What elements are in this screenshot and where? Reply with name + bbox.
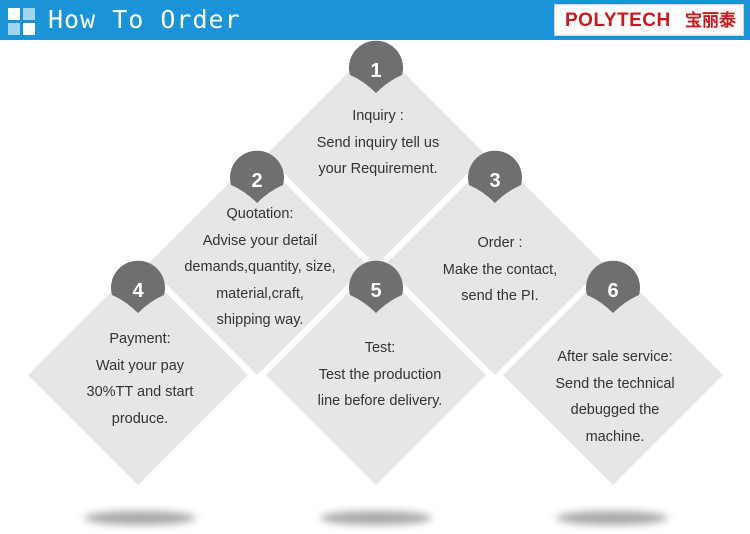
step-5-badge: 5 [349,260,403,313]
page-title: How To Order [48,5,241,34]
step-5-text: Test: Test the production line before de… [317,340,443,409]
step-number: 1 [370,60,381,82]
step-badge-shape [468,150,523,203]
step-2-tile [147,155,367,375]
brand-logo-text: POLYTECH [565,10,671,31]
header-bar: How To Order POLYTECH 宝丽泰 [0,0,750,40]
step-number: 3 [489,170,500,192]
step-6-badge: 6 [586,260,640,313]
step-badge-shape [349,40,403,93]
step-2-text: Quotation: Advise your detail demands,qu… [184,206,336,328]
step-6-text: After sale service: Send the technical d… [555,349,675,445]
step-1-tile [266,45,486,265]
step-1-badge: 1 [349,40,403,93]
step-number: 6 [607,280,618,302]
step-4-text: Payment: Wait your pay 30%TT and start p… [86,331,194,427]
brand-logo: POLYTECH 宝丽泰 [554,4,744,36]
tile-shadow [84,511,196,525]
step-2-badge: 2 [230,150,284,203]
grid-logo-icon [8,8,35,35]
step-3-badge: 3 [468,150,523,203]
step-4-badge: 4 [111,260,165,313]
step-number: 2 [251,170,262,192]
step-5-tile [266,265,486,485]
step-number: 5 [370,280,381,302]
step-badge-shape [111,260,165,313]
step-1-text: Inquiry : Send inquiry tell us your Requ… [316,108,440,177]
step-badge-shape [230,150,284,203]
step-3-text: Order : Make the contact, send the PI. [442,235,558,304]
step-number: 4 [132,280,144,302]
step-badge-shape [349,260,403,313]
step-6-tile [503,265,723,485]
step-3-tile [385,155,605,375]
step-badge-shape [586,260,640,313]
tile-shadow [320,511,432,525]
brand-logo-cn: 宝丽泰 [685,11,736,31]
tile-shadow [556,511,668,525]
step-4-tile [28,265,248,485]
